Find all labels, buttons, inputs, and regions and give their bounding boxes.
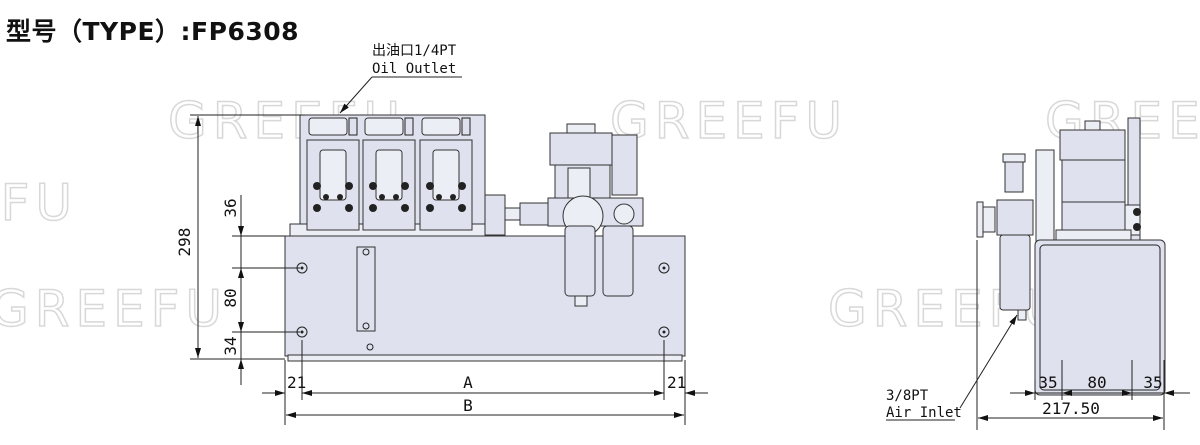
dim-side-left: 35 — [1038, 373, 1057, 392]
model-title: 型号（TYPE）:FP6308 — [6, 17, 300, 46]
dim-bottom: 34 — [221, 336, 240, 355]
tank-foot — [287, 354, 683, 362]
air-regulator-filter — [547, 123, 644, 307]
drain-icon — [366, 343, 374, 351]
watermark: GREEFU — [610, 92, 848, 150]
dim-middle: 80 — [221, 288, 240, 307]
dim-top: 36 — [221, 198, 240, 217]
watermarks: GREEFU GREEFU GREEFU GREEFU GREEFU GREEF… — [0, 91, 1200, 339]
watermark: GREEFU — [0, 280, 228, 338]
watermark: GREEFU — [0, 174, 78, 232]
dim-total-height: 298 — [175, 228, 194, 257]
dim-side-total-width: 217.50 — [1042, 399, 1100, 418]
dim-right-offset: 21 — [667, 373, 686, 392]
tank-side — [1034, 239, 1166, 396]
oil-outlet-label-cn: 出油口1/4PT — [372, 43, 457, 59]
air-inlet-label-1: 3/8PT — [886, 388, 929, 404]
oil-outlet-label-en: Oil Outlet — [372, 61, 456, 77]
front-view: 出油口1/4PT Oil Outlet 298 36 80 34 21 21 A… — [175, 43, 708, 425]
dim-side-middle: 80 — [1087, 373, 1106, 392]
dim-side-right: 35 — [1143, 373, 1162, 392]
air-inlet-label-2: Air Inlet — [886, 405, 962, 421]
side-view: 3/8PT Air Inlet 35 80 35 217.50 — [886, 117, 1190, 430]
dim-b: B — [463, 396, 473, 415]
dim-left-offset: 21 — [287, 373, 306, 392]
strap — [356, 246, 376, 332]
pump-modules — [306, 117, 473, 231]
dim-a: A — [463, 373, 473, 392]
